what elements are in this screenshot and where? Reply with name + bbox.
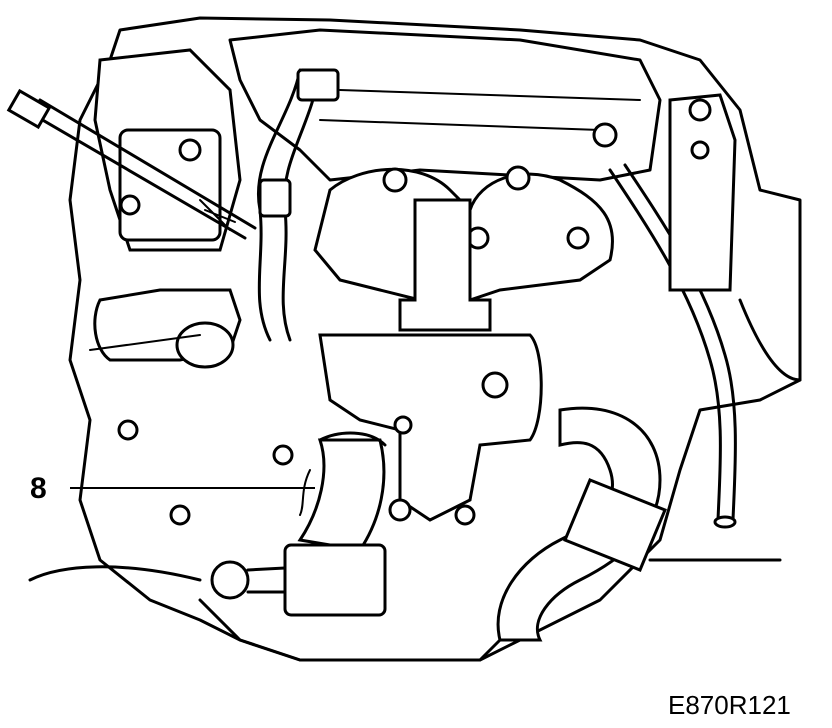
engine-bracket bbox=[668, 93, 737, 292]
engine-block-outline bbox=[68, 16, 802, 662]
dipstick-tube bbox=[20, 106, 247, 240]
pipe-item-8 bbox=[297, 438, 386, 552]
canister-fitting bbox=[210, 560, 250, 600]
harness-connector bbox=[296, 68, 340, 102]
hose-clamp bbox=[563, 478, 667, 572]
injection-pump-bolt bbox=[119, 194, 141, 216]
coolant-hose bbox=[496, 406, 662, 642]
filter-canister bbox=[283, 543, 387, 617]
engine-mount bbox=[198, 598, 502, 662]
callout-8-label: 8 bbox=[30, 472, 47, 505]
injection-pump-body bbox=[118, 128, 222, 242]
dipstick-guide-tube bbox=[608, 168, 722, 522]
egr-pipe bbox=[398, 198, 492, 332]
dipstick-handle bbox=[6, 88, 52, 130]
figure-id: E870R121 bbox=[668, 690, 791, 720]
cylinder-head-cover bbox=[228, 28, 662, 182]
